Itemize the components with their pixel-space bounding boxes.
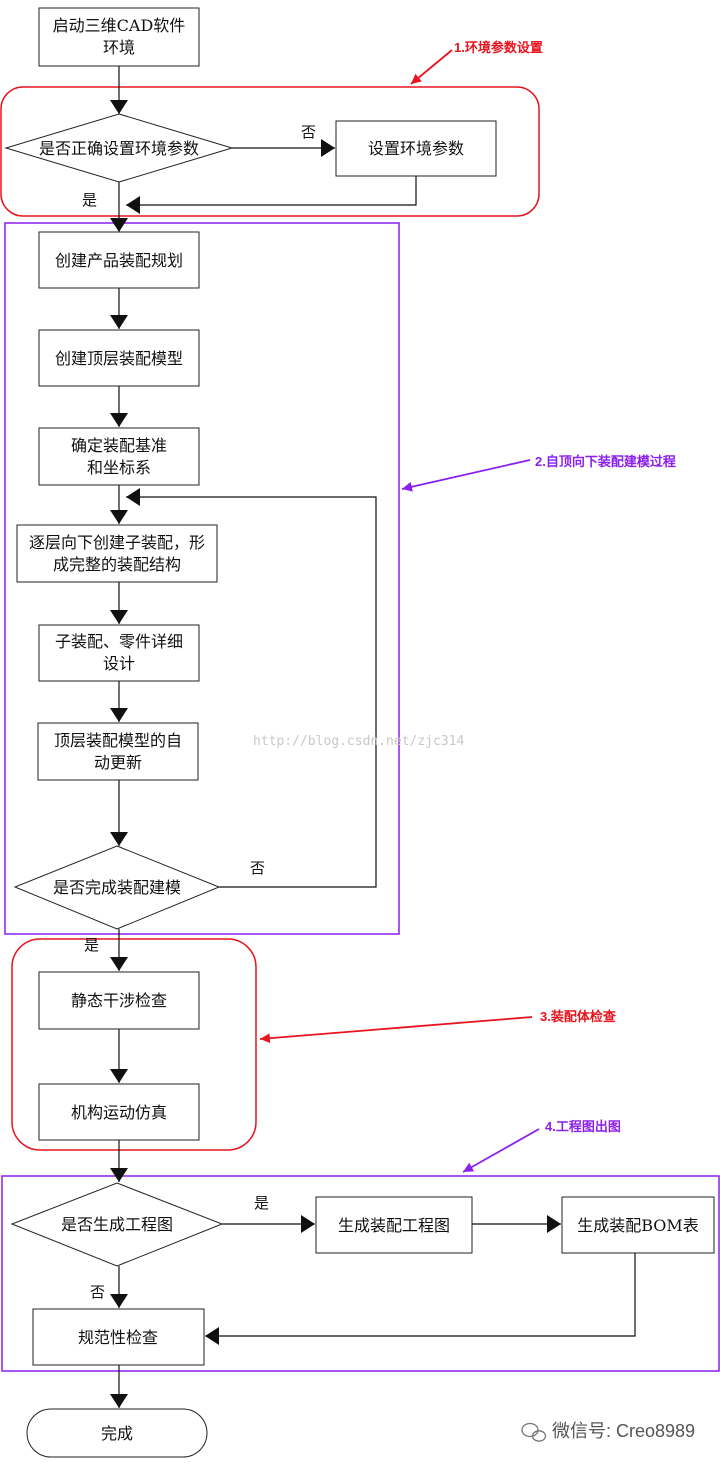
edges [110, 66, 636, 1408]
node-datum: 确定装配基准 和坐标系 [38, 427, 200, 486]
edge-set-return [126, 176, 417, 214]
edge-label-no-drawing: 否 [90, 1283, 105, 1301]
node-finish: 完成 [26, 1408, 208, 1458]
edge-label-yes-env: 是 [82, 191, 97, 209]
annot-arrow-drawing [462, 1128, 540, 1173]
decision-done: 是否完成装配建模 [13, 845, 221, 930]
node-update-line1: 顶层装配模型的自 [54, 731, 182, 750]
edge-check-loop-no [126, 488, 377, 888]
decision-env: 是否正确设置环境参数 [4, 113, 234, 183]
decision-done-label: 是否完成装配建模 [53, 878, 181, 897]
node-detail: 子装配、零件详细 设计 [38, 624, 200, 682]
annot-assy-check: 3.装配体检查 [540, 1009, 617, 1024]
watermark-url: http://blog.csdn.net/zjc314 [253, 734, 464, 749]
node-plan-label: 创建产品装配规划 [55, 251, 183, 270]
node-subassy-line2: 成完整的装配结构 [53, 555, 181, 574]
region-assy-check [11, 938, 257, 1151]
wechat-brand: 微信号: Creo8989 [521, 1421, 695, 1442]
wechat-icon [521, 1422, 547, 1442]
node-gen-bom: 生成装配BOM表 [561, 1196, 715, 1254]
region-top-down [4, 222, 400, 935]
node-datum-line1: 确定装配基准 [71, 436, 167, 455]
node-start-line2: 环境 [103, 38, 135, 57]
node-finish-label: 完成 [101, 1424, 133, 1443]
annot-arrow-topdown [401, 459, 531, 492]
node-start-line1: 启动三维CAD软件 [53, 16, 186, 35]
node-interference: 静态干涉检查 [38, 971, 200, 1030]
edge-label-yes-done: 是 [84, 936, 99, 954]
annot-drawing-out: 4.工程图出图 [545, 1119, 621, 1134]
node-plan: 创建产品装配规划 [38, 231, 200, 289]
node-update: 顶层装配模型的自 动更新 [37, 722, 199, 781]
node-subassy: 逐层向下创建子装配，形 成完整的装配结构 [16, 524, 218, 583]
node-start: 启动三维CAD软件 环境 [38, 7, 200, 67]
decision-drawing-label: 是否生成工程图 [61, 1215, 173, 1234]
edge-label-no-done: 否 [250, 859, 265, 877]
edge-label-yes-drawing: 是 [254, 1194, 269, 1212]
annot-top-down: 2.自顶向下装配建模过程 [535, 454, 676, 469]
node-standard: 规范性检查 [32, 1308, 205, 1366]
node-interference-label: 静态干涉检查 [71, 991, 167, 1010]
node-standard-label: 规范性检查 [78, 1328, 158, 1347]
node-datum-line2: 和坐标系 [87, 458, 151, 477]
edge-bom-standard [205, 1253, 636, 1345]
decision-env-label: 是否正确设置环境参数 [39, 139, 199, 158]
node-update-line2: 动更新 [94, 753, 142, 772]
node-gen-bom-label: 生成装配BOM表 [577, 1216, 699, 1235]
annot-arrow-env [410, 49, 453, 85]
decision-drawing: 是否生成工程图 [10, 1182, 224, 1267]
node-detail-line2: 设计 [103, 654, 135, 673]
annot-env-setup: 1.环境参数设置 [454, 40, 543, 55]
edge-label-no-env: 否 [301, 123, 316, 141]
node-subassy-line1: 逐层向下创建子装配，形 [29, 533, 205, 552]
region-drawing [1, 1175, 720, 1372]
node-detail-line1: 子装配、零件详细 [55, 632, 183, 651]
node-set-env-label: 设置环境参数 [368, 139, 464, 158]
wechat-id: 微信号: Creo8989 [552, 1421, 695, 1441]
node-gen-drawing: 生成装配工程图 [315, 1196, 473, 1254]
region-env-setup [0, 86, 540, 217]
node-motion: 机构运动仿真 [38, 1083, 200, 1141]
node-top-model-label: 创建顶层装配模型 [55, 349, 183, 368]
node-top-model: 创建顶层装配模型 [38, 329, 200, 387]
node-motion-label: 机构运动仿真 [71, 1103, 167, 1122]
annot-arrow-assy [259, 1016, 533, 1044]
node-set-env: 设置环境参数 [335, 120, 497, 177]
node-gen-drawing-label: 生成装配工程图 [338, 1216, 450, 1235]
